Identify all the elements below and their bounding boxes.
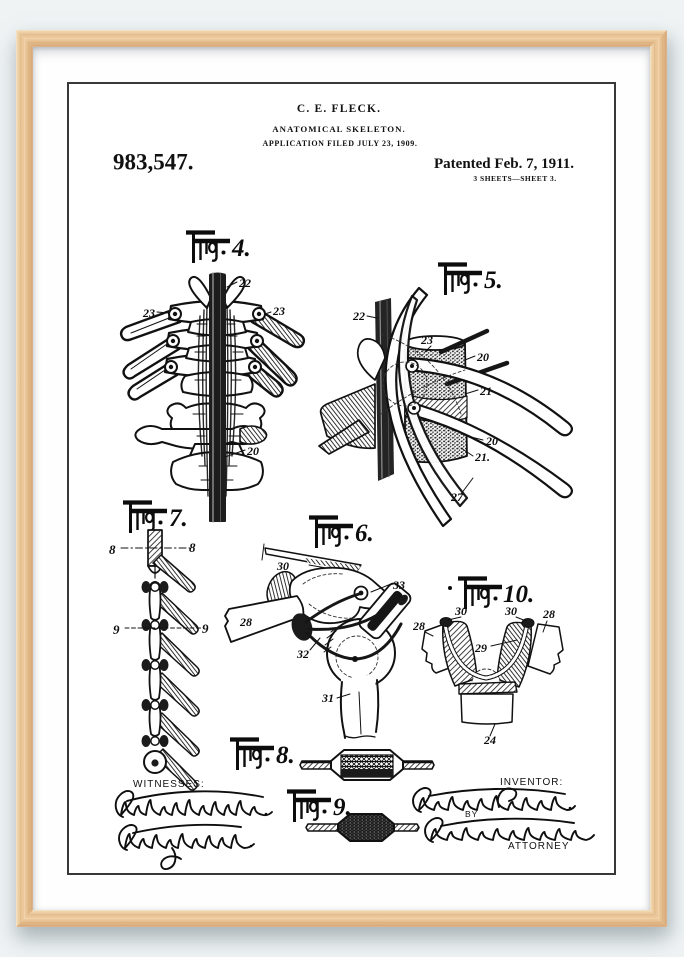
svg-text:29: 29 bbox=[474, 641, 487, 655]
svg-text:4.: 4. bbox=[231, 235, 251, 262]
svg-text:30: 30 bbox=[454, 604, 467, 618]
svg-text:Patented Feb. 7, 1911.: Patented Feb. 7, 1911. bbox=[434, 156, 574, 172]
svg-text:8: 8 bbox=[189, 540, 196, 555]
svg-text:32: 32 bbox=[296, 647, 309, 661]
svg-text:10.: 10. bbox=[503, 581, 534, 608]
svg-text:20: 20 bbox=[476, 350, 489, 364]
svg-text:28: 28 bbox=[412, 619, 425, 633]
svg-text:WITNESSES:: WITNESSES: bbox=[133, 779, 205, 790]
svg-text:24: 24 bbox=[483, 733, 496, 747]
svg-text:20: 20 bbox=[485, 434, 498, 448]
svg-text:20: 20 bbox=[246, 444, 259, 458]
svg-text:22: 22 bbox=[352, 309, 365, 323]
svg-text:3 SHEETS—SHEET 3.: 3 SHEETS—SHEET 3. bbox=[473, 174, 556, 183]
svg-text:33: 33 bbox=[392, 578, 405, 592]
svg-text:7.: 7. bbox=[169, 505, 188, 532]
svg-text:27: 27 bbox=[450, 490, 464, 504]
svg-text:30: 30 bbox=[504, 604, 517, 618]
svg-text:C. E. FLECK.: C. E. FLECK. bbox=[297, 103, 381, 115]
svg-text:9: 9 bbox=[113, 622, 120, 637]
svg-text:21.: 21. bbox=[474, 450, 490, 464]
svg-text:983,547.: 983,547. bbox=[113, 150, 194, 175]
svg-text:28: 28 bbox=[239, 615, 252, 629]
svg-text:ANATOMICAL SKELETON.: ANATOMICAL SKELETON. bbox=[272, 124, 405, 134]
svg-text:ATTORNEY: ATTORNEY bbox=[508, 841, 570, 852]
svg-text:8.: 8. bbox=[276, 742, 295, 769]
svg-text:6.: 6. bbox=[355, 520, 374, 547]
svg-text:INVENTOR:: INVENTOR: bbox=[500, 777, 563, 788]
svg-text:31: 31 bbox=[321, 691, 334, 705]
svg-text:APPLICATION FILED JULY 23, 190: APPLICATION FILED JULY 23, 1909. bbox=[263, 139, 418, 148]
svg-text:21: 21 bbox=[479, 384, 492, 398]
svg-text:30: 30 bbox=[276, 559, 289, 573]
svg-text:8: 8 bbox=[109, 542, 116, 557]
svg-text:23: 23 bbox=[142, 306, 155, 320]
svg-text:BY: BY bbox=[465, 809, 478, 819]
svg-text:23: 23 bbox=[272, 304, 285, 318]
svg-text:28: 28 bbox=[542, 607, 555, 621]
svg-text:9: 9 bbox=[202, 621, 209, 636]
svg-text:22: 22 bbox=[238, 276, 251, 290]
svg-text:9.: 9. bbox=[333, 794, 352, 821]
svg-text:23: 23 bbox=[420, 333, 433, 347]
svg-text:5.: 5. bbox=[484, 267, 503, 294]
